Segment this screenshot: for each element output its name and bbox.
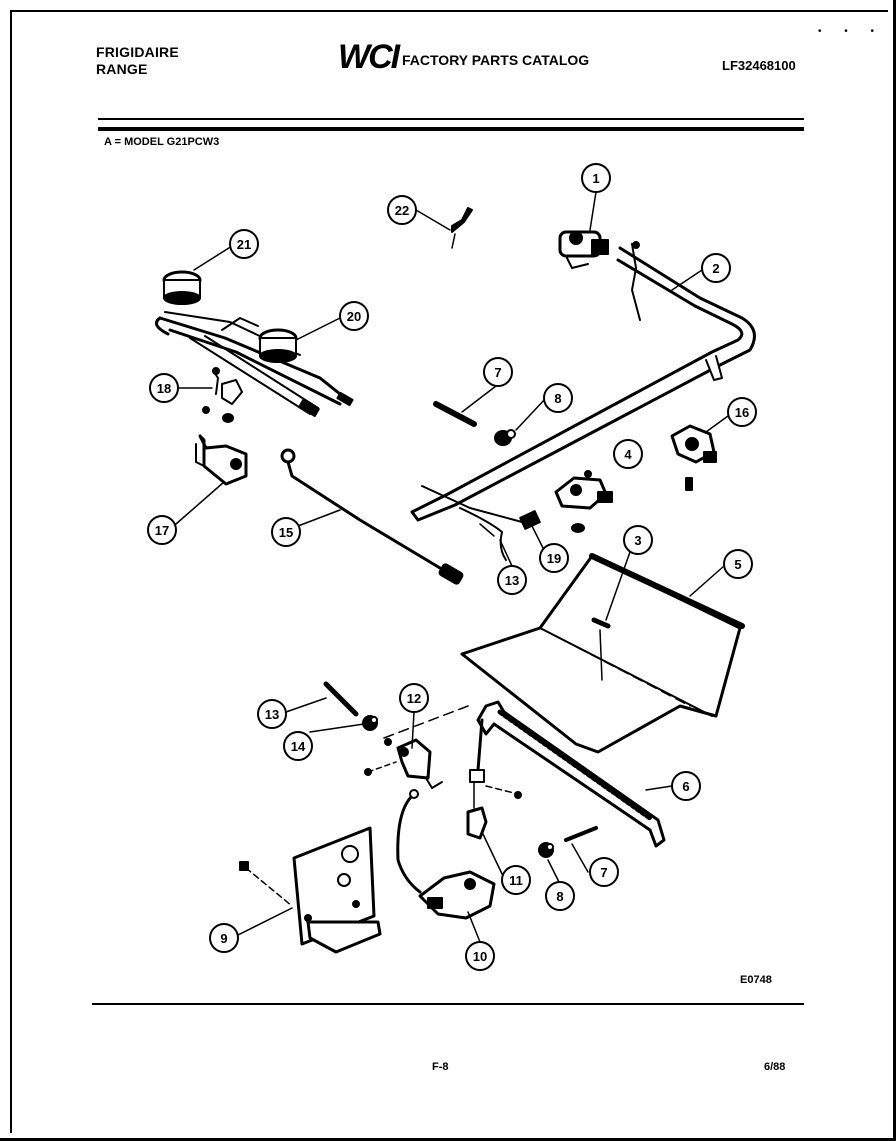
callout-15: 15: [271, 517, 301, 547]
hood-8-top: [494, 429, 516, 446]
callout-4: 4: [613, 439, 643, 469]
svg-text:8: 8: [556, 889, 563, 904]
svg-text:1: 1: [592, 171, 599, 186]
svg-text:13: 13: [505, 573, 519, 588]
callout-13-top: 13: [497, 565, 527, 595]
wci-logo: WCI: [338, 38, 400, 76]
svg-text:7: 7: [600, 865, 607, 880]
valve-4: [554, 470, 613, 533]
valve-1: [558, 230, 609, 269]
svg-text:4: 4: [624, 447, 632, 462]
clip-22: [451, 207, 473, 249]
catalog-title: FACTORY PARTS CATALOG: [402, 52, 590, 68]
callout-21: 21: [229, 229, 259, 259]
hood-14: [362, 715, 378, 731]
svg-text:7: 7: [494, 365, 501, 380]
callout-7-bottom: 7: [589, 857, 619, 887]
burner-box-5: [460, 553, 745, 754]
callout-12: 12: [399, 683, 429, 713]
clip-11: [466, 781, 488, 840]
callout-13-bottom: 13: [257, 699, 287, 729]
header-rule-thin: [98, 118, 804, 120]
diagram-code: E0748: [740, 974, 772, 986]
callout-2: 2: [701, 253, 731, 283]
oven-burner-6: [469, 700, 666, 848]
leader-lines: [175, 191, 729, 943]
bracket-17: [195, 367, 248, 486]
callout-7-top: 7: [483, 357, 513, 387]
svg-text:14: 14: [291, 739, 306, 754]
callout-22: 22: [387, 195, 417, 225]
fitting-19: [421, 485, 541, 561]
product-type: RANGE: [96, 61, 148, 77]
bracket-12: [364, 705, 469, 789]
svg-text:12: 12: [407, 691, 421, 706]
svg-text:20: 20: [347, 309, 361, 324]
callout-5: 5: [723, 549, 753, 579]
svg-text:10: 10: [473, 949, 487, 964]
callout-14: 14: [283, 731, 313, 761]
callout-16: 16: [727, 397, 757, 427]
brand-block: FRIGIDAIRE RANGE: [96, 44, 179, 78]
callout-6: 6: [671, 771, 701, 801]
svg-text:19: 19: [547, 551, 561, 566]
svg-text:11: 11: [509, 873, 523, 888]
callout-17: 17: [147, 515, 177, 545]
top-burner-assembly: [154, 270, 354, 417]
hood-8-bottom: [538, 842, 554, 858]
svg-text:21: 21: [237, 237, 251, 252]
document-id: LF32468100: [722, 58, 796, 73]
callout-1: 1: [581, 163, 611, 193]
callout-8-top: 8: [543, 383, 573, 413]
callout-20: 20: [339, 301, 369, 331]
orifice-7-top: [433, 401, 477, 427]
svg-text:13: 13: [265, 707, 279, 722]
callout-10: 10: [465, 941, 495, 971]
regulator-16: [670, 424, 717, 491]
page-border: [10, 10, 888, 1133]
plate-9: [239, 826, 382, 954]
orifice-7-bottom: [564, 826, 598, 842]
callout-18: 18: [149, 373, 179, 403]
svg-text:2: 2: [712, 261, 719, 276]
svg-text:18: 18: [157, 381, 171, 396]
orifice-13-bottom: [323, 681, 359, 717]
svg-text:8: 8: [554, 391, 561, 406]
callout-3: 3: [623, 525, 653, 555]
catalog-date: 6/88: [764, 1061, 786, 1073]
model-label: A = MODEL G21PCW3: [104, 136, 220, 148]
callout-9: 9: [209, 923, 239, 953]
header-rule-thick: [98, 127, 804, 131]
callout-8-bottom: 8: [545, 881, 575, 911]
callout-19: 19: [539, 543, 569, 573]
svg-text:17: 17: [155, 523, 169, 538]
svg-text:9: 9: [220, 931, 227, 946]
svg-text:15: 15: [279, 525, 293, 540]
manifold-2: [410, 241, 756, 522]
footer-rule: [92, 1003, 804, 1005]
svg-text:22: 22: [395, 203, 409, 218]
page-number: F-8: [432, 1061, 449, 1073]
svg-text:3: 3: [634, 533, 641, 548]
svg-text:16: 16: [735, 405, 749, 420]
brand-name: FRIGIDAIRE: [96, 44, 179, 60]
callout-11: 11: [501, 865, 531, 895]
corner-marks: • • •: [818, 26, 885, 37]
valve-10: [396, 789, 496, 920]
svg-text:6: 6: [682, 779, 689, 794]
svg-text:5: 5: [734, 557, 741, 572]
thermocouple-15: [280, 448, 464, 585]
